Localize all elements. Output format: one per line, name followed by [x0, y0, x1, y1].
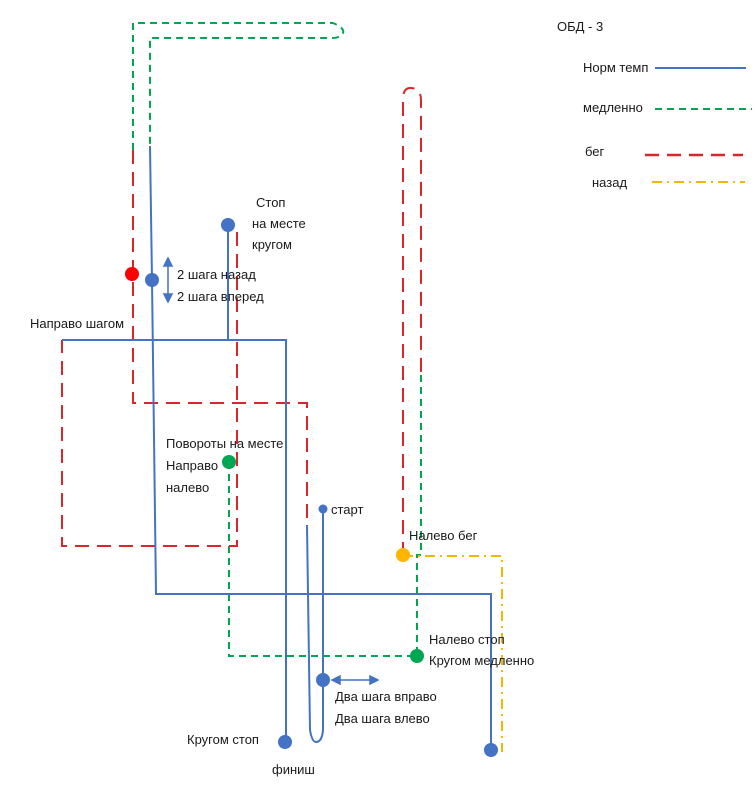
label-turns-right: Направо [166, 458, 219, 473]
label-finish: финиш [272, 762, 315, 777]
label-stop-turn: кругом [252, 237, 292, 252]
label-turn-slow: Кругом медленно [429, 653, 535, 668]
dot-two-steps [145, 273, 159, 287]
slow-path [132, 22, 422, 657]
run-segment-left [132, 150, 308, 525]
dot-turns [222, 455, 236, 469]
label-left-run: Налево бег [409, 528, 478, 543]
label-two-steps-back: 2 шага назад [177, 267, 256, 282]
dot-two-right [316, 673, 330, 687]
run-path [61, 86, 422, 556]
dot-end-right [484, 743, 498, 757]
label-stop: Стоп [256, 195, 286, 210]
dot-finish [278, 735, 292, 749]
legend-label-run: бег [585, 144, 605, 159]
label-start: старт [331, 502, 364, 517]
normal-path [62, 145, 492, 750]
normal-segment-start [306, 510, 324, 744]
arrow-head-right [369, 674, 380, 686]
legend [645, 67, 752, 183]
label-turn-stop: Кругом стоп [187, 732, 259, 747]
arrow-head-left [330, 674, 341, 686]
back-segment [403, 555, 503, 752]
label-two-left: Два шага влево [335, 711, 430, 726]
dot-left-run [396, 548, 410, 562]
label-two-steps-forward: 2 шага вперед [177, 289, 264, 304]
dot-stop [221, 218, 235, 232]
legend-label-slow: медленно [583, 100, 643, 115]
slow-segment-middle [228, 372, 422, 657]
back-path [403, 555, 503, 752]
arrows [162, 256, 380, 686]
run-segment-right-loop [402, 86, 422, 556]
label-left-stop: Налево стоп [429, 632, 505, 647]
label-right-step: Направо шагом [30, 316, 125, 331]
legend-label-back: назад [592, 175, 628, 190]
label-stop-in-place: на месте [252, 216, 306, 231]
diagram-title: ОБД - 3 [557, 19, 604, 34]
run-segment-square [61, 232, 238, 547]
slow-segment-top-loop [132, 22, 345, 150]
label-two-right: Два шага вправо [335, 689, 437, 704]
label-turns-in-place: Повороты на месте [166, 436, 284, 451]
dot-start [318, 504, 328, 514]
label-turns-left: налево [166, 480, 210, 495]
arrow-head-up [162, 256, 174, 267]
arrow-head-down [162, 293, 174, 304]
normal-segment-long [149, 145, 492, 750]
legend-label-normal: Норм темп [583, 60, 649, 75]
dot-run-start [125, 267, 139, 281]
dot-left-stop [410, 649, 424, 663]
